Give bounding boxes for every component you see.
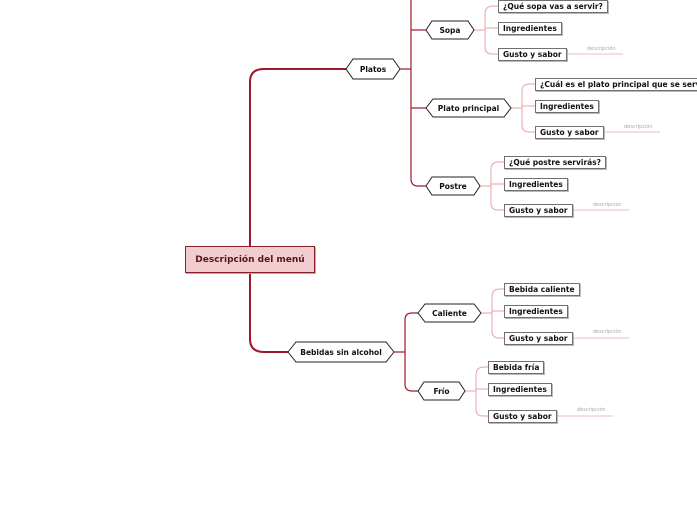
hex-caliente[interactable] <box>417 303 482 323</box>
hex-postre[interactable] <box>425 176 481 196</box>
desc-principal: descripción <box>624 124 653 130</box>
hex-platos[interactable] <box>345 58 401 80</box>
hexagon-nodes <box>287 20 512 401</box>
desc-sopa: descripción <box>587 46 616 52</box>
leaf-principal-ingredients[interactable]: Ingredientes <box>535 100 599 113</box>
root-node[interactable]: Descripción del menú <box>185 246 315 273</box>
leaf-connectors <box>465 5 535 417</box>
leaf-frio-question[interactable]: Bebida fría <box>488 361 545 374</box>
node-sopa-label: Sopa <box>439 25 461 35</box>
desc-postre: descripción <box>593 202 622 208</box>
leaf-frio-ingredients[interactable]: Ingredientes <box>488 383 552 396</box>
leaf-sopa-question[interactable]: ¿Qué sopa vas a servir? <box>498 0 608 13</box>
leaf-principal-taste[interactable]: Gusto y sabor <box>535 126 604 139</box>
node-platos-label: Platos <box>359 64 387 74</box>
node-frio-label: Frío <box>433 386 450 396</box>
leaf-postre-ingredients[interactable]: Ingredientes <box>504 178 568 191</box>
leaf-caliente-question[interactable]: Bebida caliente <box>504 283 580 296</box>
desc-frio: descripción <box>577 407 606 413</box>
leaf-sopa-ingredients[interactable]: Ingredientes <box>498 22 562 35</box>
hex-bebidas[interactable] <box>287 341 395 363</box>
main-connectors <box>249 68 346 353</box>
leaf-principal-question[interactable]: ¿Cuál es el plato principal que se servi… <box>535 78 697 91</box>
desc-caliente: descripción <box>593 329 622 335</box>
hex-frio[interactable] <box>417 381 466 401</box>
node-postre-label: Postre <box>439 181 467 191</box>
leaf-caliente-ingredients[interactable]: Ingredientes <box>504 305 568 318</box>
hex-sopa[interactable] <box>425 20 475 40</box>
leaf-frio-taste[interactable]: Gusto y sabor <box>488 410 557 423</box>
description-lines <box>550 53 660 417</box>
level2-connectors <box>393 0 426 392</box>
leaf-postre-taste[interactable]: Gusto y sabor <box>504 204 573 217</box>
node-bebidas-label: Bebidas sin alcohol <box>300 347 382 357</box>
root-label: Descripción del menú <box>195 254 305 265</box>
hex-principal[interactable] <box>425 98 512 118</box>
leaf-postre-question[interactable]: ¿Qué postre servirás? <box>504 156 607 169</box>
node-caliente-label: Caliente <box>432 308 467 318</box>
node-principal-label: Plato principal <box>437 103 500 113</box>
leaf-caliente-taste[interactable]: Gusto y sabor <box>504 332 573 345</box>
leaf-sopa-taste[interactable]: Gusto y sabor <box>498 48 567 61</box>
